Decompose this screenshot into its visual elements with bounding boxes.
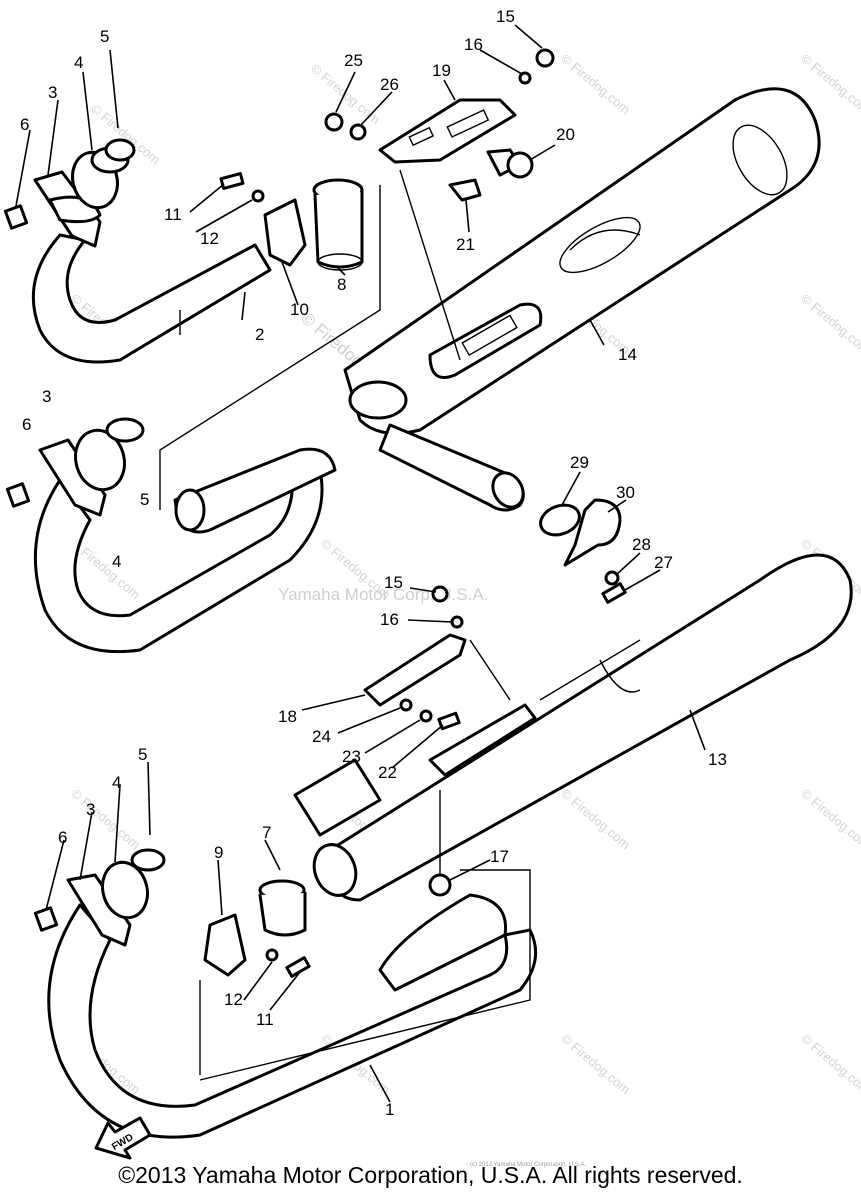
- firedog-watermark: © Firedog.com: [798, 291, 861, 357]
- callout-2: 2: [255, 325, 264, 344]
- callout-14: 14: [618, 345, 637, 364]
- callout-27: 27: [654, 553, 673, 572]
- firedog-watermark: © Firedog.com: [308, 61, 383, 127]
- callout-4: 4: [112, 552, 121, 571]
- callout-4: 4: [74, 53, 83, 72]
- callout-21: 21: [456, 235, 475, 254]
- callout-23: 23: [342, 747, 361, 766]
- callout-4: 4: [112, 773, 121, 792]
- callout-5: 5: [100, 27, 109, 46]
- callout-16: 16: [380, 610, 399, 629]
- callout-26: 26: [380, 75, 399, 94]
- header-pipe-middle: [5, 417, 337, 654]
- callout-28: 28: [632, 535, 651, 554]
- fine-print: (c) 2013 Yamaha Motor Corporation, U.S.A…: [470, 1162, 586, 1168]
- callout-9: 9: [214, 843, 223, 862]
- firedog-watermark: © Firedog.com: [558, 51, 633, 117]
- callout-3: 3: [86, 800, 95, 819]
- firedog-watermark: © Firedog.com: [558, 786, 633, 852]
- copyright-notice: ©2013 Yamaha Motor Corporation, U.S.A. A…: [118, 1162, 743, 1188]
- callout-5: 5: [138, 745, 147, 764]
- callout-12: 12: [200, 229, 219, 248]
- callout-30: 30: [616, 483, 635, 502]
- callout-10: 10: [290, 300, 309, 319]
- callout-24: 24: [312, 727, 331, 746]
- clamp-set-top: [219, 172, 364, 271]
- callout-17: 17: [490, 847, 509, 866]
- flange-set-top: [3, 138, 136, 248]
- callout-3: 3: [48, 83, 57, 102]
- clamp-set-middle: [539, 498, 627, 604]
- callout-6: 6: [58, 828, 67, 847]
- callout-16: 16: [464, 35, 483, 54]
- callout-8: 8: [337, 275, 346, 294]
- callout-3: 3: [42, 387, 51, 406]
- callout-29: 29: [570, 453, 589, 472]
- callout-15: 15: [496, 7, 515, 26]
- fwd-arrow-icon: FWD: [94, 1116, 152, 1160]
- muffler-lower: [293, 553, 853, 902]
- firedog-watermark: © Firedog.com: [68, 786, 143, 852]
- callout-numbers: 5 4 3 6 11 12 2 10 8 25 26 19 16 15 20 2…: [20, 7, 727, 1119]
- callout-19: 19: [432, 61, 451, 80]
- callout-6: 6: [20, 115, 29, 134]
- callout-7: 7: [262, 823, 271, 842]
- callout-25: 25: [344, 51, 363, 70]
- callout-20: 20: [556, 125, 575, 144]
- leader-lines: [15, 24, 706, 1103]
- header-pipe-upper: [31, 233, 272, 364]
- callout-5: 5: [140, 490, 149, 509]
- callout-13: 13: [708, 750, 727, 769]
- firedog-watermark: © Firedog.com: [798, 1031, 861, 1097]
- firedog-watermark: © Firedog.com: [798, 786, 861, 852]
- muffler-upper: [343, 87, 821, 512]
- callout-15: 15: [384, 573, 403, 592]
- callout-1: 1: [385, 1100, 394, 1119]
- callout-11: 11: [256, 1010, 274, 1029]
- callout-6: 6: [22, 415, 31, 434]
- header-pipe-lower: [33, 848, 538, 1139]
- callout-22: 22: [378, 763, 397, 782]
- firedog-watermark: © Firedog.com: [558, 1031, 633, 1097]
- callout-12: 12: [224, 990, 243, 1009]
- bracket-upper: [324, 48, 555, 202]
- callout-18: 18: [278, 707, 297, 726]
- callout-11: 11: [164, 205, 182, 224]
